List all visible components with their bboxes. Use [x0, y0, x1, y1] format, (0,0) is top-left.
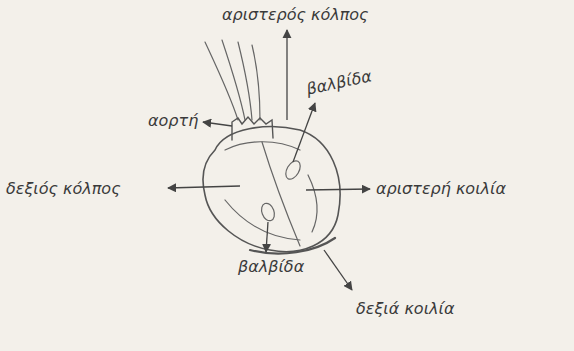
- part-label: βαλβίδα: [305, 67, 373, 98]
- part-label: δεξιός κόλπος: [6, 180, 121, 198]
- part-label: αριστερή κοιλία: [376, 180, 506, 198]
- part-label: δεξιά κοιλία: [356, 300, 454, 318]
- part-label: αορτή: [148, 112, 198, 130]
- part-label: αριστερός κόλπος: [222, 6, 368, 24]
- part-label: βαλβίδα: [238, 258, 304, 276]
